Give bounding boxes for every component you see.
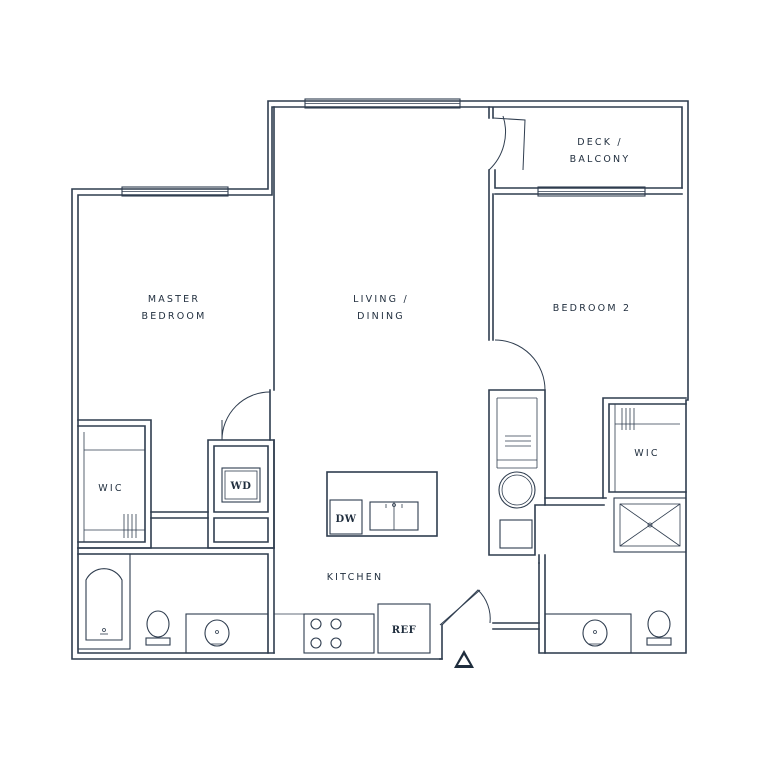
master-bath <box>77 553 269 654</box>
deck-balcony-label-1: DECK / <box>577 137 623 148</box>
kitchen-label: KITCHEN <box>327 572 384 583</box>
master-bedroom-label-2: BEDROOM <box>142 311 207 322</box>
windows <box>121 98 646 197</box>
dishwasher-label: DW <box>336 514 357 525</box>
water-heater <box>498 471 536 549</box>
hanger-marks-left <box>123 514 137 538</box>
living-dining-label-1: LIVING / <box>353 294 409 305</box>
hanger-marks-right <box>621 408 635 430</box>
doors <box>221 115 546 626</box>
bath-two <box>544 497 687 654</box>
north-arrow-icon <box>454 650 474 668</box>
living-dining-label-2: DINING <box>357 311 405 322</box>
refrigerator-label: REF <box>392 625 417 636</box>
master-bedroom-label-1: MASTER <box>148 294 200 305</box>
washer-dryer-label: WD <box>230 481 252 492</box>
closets <box>83 397 680 542</box>
cooktop-burners <box>310 618 342 649</box>
kitchen-counter <box>274 603 431 654</box>
wic-right-label: WIC <box>634 448 659 459</box>
deck-balcony-label-2: BALCONY <box>570 154 631 165</box>
kitchen-island <box>326 471 438 537</box>
hanger-marks-hall <box>505 435 531 447</box>
washer-dryer <box>221 467 261 503</box>
bedroom-2-label: BEDROOM 2 <box>553 303 631 314</box>
wic-left-label: WIC <box>98 483 123 494</box>
